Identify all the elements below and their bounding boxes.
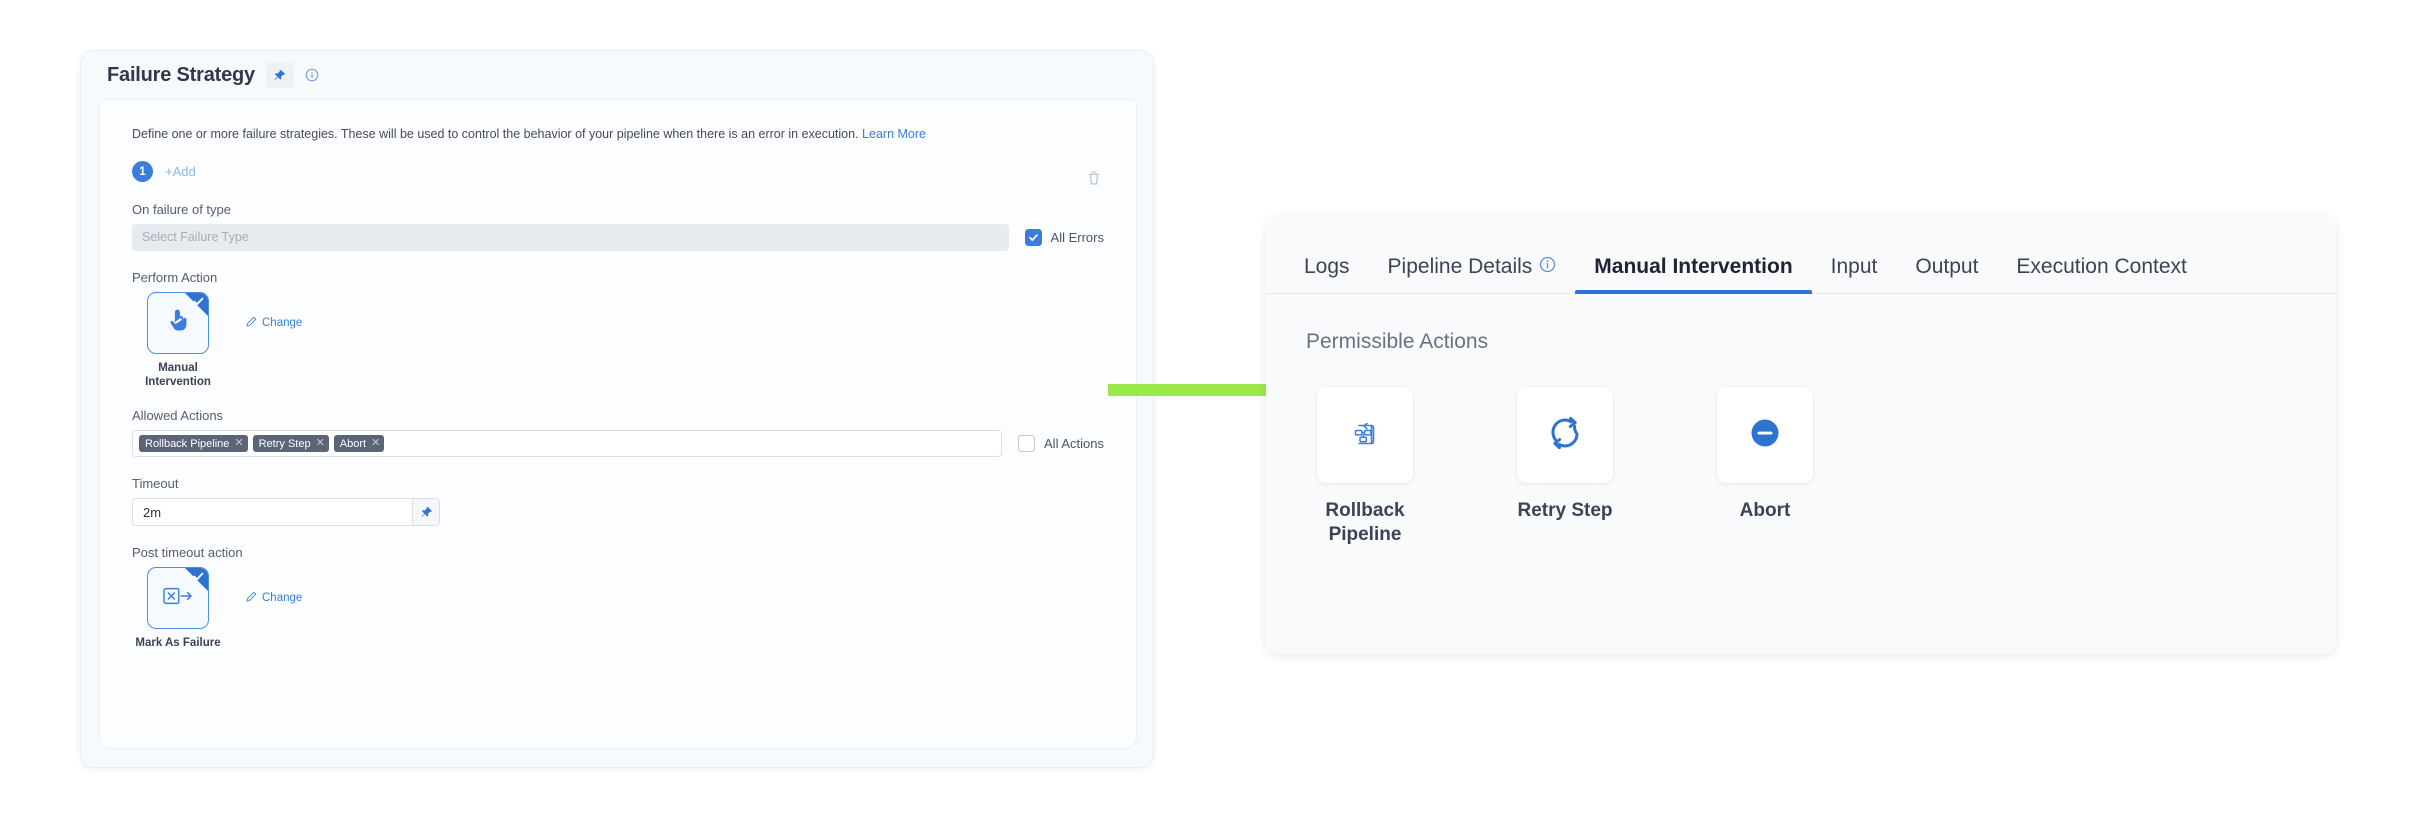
strategy-add-row: 1 +Add — [132, 161, 1104, 183]
failure-type-row: Select Failure Type All Errors — [132, 223, 1104, 251]
action-card-abort[interactable]: Abort — [1710, 387, 1820, 547]
rollback-pipeline-icon — [1345, 413, 1385, 458]
all-errors-label: All Errors — [1050, 229, 1104, 245]
mark-as-failure-tile-col: Mark As Failure — [132, 567, 224, 650]
mark-as-failure-tile[interactable] — [147, 567, 209, 630]
execution-details-panel: Logs Pipeline Details Manual Interventio… — [1266, 216, 2336, 654]
failure-type-placeholder: Select Failure Type — [142, 230, 249, 244]
action-label: Retry Step — [1517, 500, 1613, 521]
manual-intervention-tile-label: Manual Intervention — [145, 361, 211, 388]
pencil-icon — [246, 316, 257, 330]
tab-label: Pipeline Details — [1387, 255, 1533, 278]
tag-chip[interactable]: Rollback Pipeline ✕ — [139, 435, 248, 453]
action-label: Abort — [1739, 500, 1791, 521]
check-icon — [193, 572, 204, 581]
tag-label: Retry Step — [258, 437, 311, 450]
tag-chip[interactable]: Abort ✕ — [333, 435, 385, 453]
post-timeout-action-row: Mark As Failure Change — [132, 567, 1104, 650]
mark-as-failure-tile-label: Mark As Failure — [135, 637, 221, 650]
allowed-actions-row: Rollback Pipeline ✕ Retry Step ✕ Abort ✕ — [132, 430, 1104, 458]
tag-remove-icon[interactable]: ✕ — [315, 437, 325, 450]
permissible-actions-section: Permissible Actions — [1266, 294, 2336, 547]
description-sentence: Define one or more failure strategies. T… — [132, 127, 859, 141]
pin-icon[interactable] — [265, 62, 294, 88]
tab-output[interactable]: Output — [1896, 255, 1997, 293]
tab-logs[interactable]: Logs — [1304, 255, 1369, 293]
pointing-hand-icon — [163, 305, 193, 340]
perform-action-row: Manual Intervention Change — [132, 291, 1104, 390]
action-icon-box[interactable] — [1717, 387, 1813, 483]
tag-remove-icon[interactable]: ✕ — [234, 437, 244, 450]
timeout-label: Timeout — [132, 476, 179, 492]
all-actions-label: All Actions — [1044, 436, 1104, 452]
timeout-pin-icon[interactable] — [412, 498, 440, 527]
check-icon — [193, 297, 204, 305]
tab-label: Manual Intervention — [1594, 255, 1793, 278]
perform-action-label: Perform Action — [132, 269, 218, 285]
tag-label: Rollback Pipeline — [145, 437, 230, 450]
pencil-icon — [246, 591, 257, 605]
action-card-rollback-pipeline[interactable]: Rollback Pipeline — [1310, 387, 1420, 547]
tab-execution-context[interactable]: Execution Context — [1997, 255, 2205, 293]
failure-type-label: On failure of type — [132, 201, 231, 217]
manual-intervention-tile-col: Manual Intervention — [132, 291, 224, 390]
failure-strategy-header: Failure Strategy — [81, 51, 1153, 99]
tab-input[interactable]: Input — [1812, 255, 1897, 293]
manual-intervention-tile[interactable] — [147, 291, 209, 354]
timeout-row: 2m — [132, 498, 440, 527]
tab-label: Output — [1915, 255, 1979, 278]
abort-minus-circle-icon — [1745, 413, 1785, 458]
tab-pipeline-details[interactable]: Pipeline Details — [1369, 255, 1576, 293]
post-timeout-action-label: Post timeout action — [132, 545, 243, 561]
timeout-input[interactable]: 2m — [132, 498, 412, 527]
perform-action-change-button[interactable]: Change — [246, 316, 302, 330]
action-label: Rollback Pipeline — [1325, 500, 1405, 545]
failure-strategy-body: Define one or more failure strategies. T… — [99, 99, 1137, 749]
tab-label: Input — [1830, 255, 1878, 278]
page-title: Failure Strategy — [107, 63, 255, 86]
failure-type-select[interactable]: Select Failure Type — [132, 223, 1009, 251]
info-circle-icon[interactable] — [305, 68, 319, 82]
strategy-index-badge: 1 — [132, 161, 153, 182]
tab-manual-intervention[interactable]: Manual Intervention — [1575, 255, 1813, 294]
change-label: Change — [262, 592, 303, 605]
action-icon-box[interactable] — [1317, 387, 1413, 483]
trash-icon[interactable] — [1084, 167, 1104, 189]
change-label: Change — [262, 316, 303, 329]
tab-label: Execution Context — [2016, 255, 2187, 278]
allowed-actions-label: Allowed Actions — [132, 408, 224, 424]
post-timeout-change-button[interactable]: Change — [246, 591, 302, 605]
all-errors-checkbox[interactable] — [1024, 228, 1042, 246]
tag-chip[interactable]: Retry Step ✕ — [252, 435, 329, 453]
description-text: Define one or more failure strategies. T… — [132, 126, 1104, 144]
tag-label: Abort — [339, 437, 367, 450]
info-circle-icon[interactable] — [1539, 255, 1556, 279]
learn-more-link[interactable]: Learn More — [862, 127, 926, 141]
allowed-actions-input[interactable]: Rollback Pipeline ✕ Retry Step ✕ Abort ✕ — [132, 430, 1003, 458]
action-icon-box[interactable] — [1517, 387, 1613, 483]
permissible-actions-list: Rollback Pipeline Retry S — [1306, 387, 2336, 547]
mark-as-failure-icon — [161, 583, 195, 614]
all-actions-checkbox[interactable] — [1018, 435, 1036, 453]
all-actions-checkbox-wrap[interactable]: All Actions — [1018, 435, 1104, 453]
tag-remove-icon[interactable]: ✕ — [371, 437, 381, 450]
add-strategy-button[interactable]: +Add — [165, 164, 196, 179]
failure-strategy-card: Failure Strategy Define one or more fail… — [80, 50, 1154, 768]
tab-bar: Logs Pipeline Details Manual Interventio… — [1266, 216, 2336, 294]
section-title: Permissible Actions — [1306, 330, 1489, 353]
action-card-retry-step[interactable]: Retry Step — [1510, 387, 1620, 547]
tab-label: Logs — [1304, 255, 1350, 278]
all-errors-checkbox-wrap[interactable]: All Errors — [1024, 228, 1104, 246]
retry-refresh-icon — [1544, 412, 1586, 459]
